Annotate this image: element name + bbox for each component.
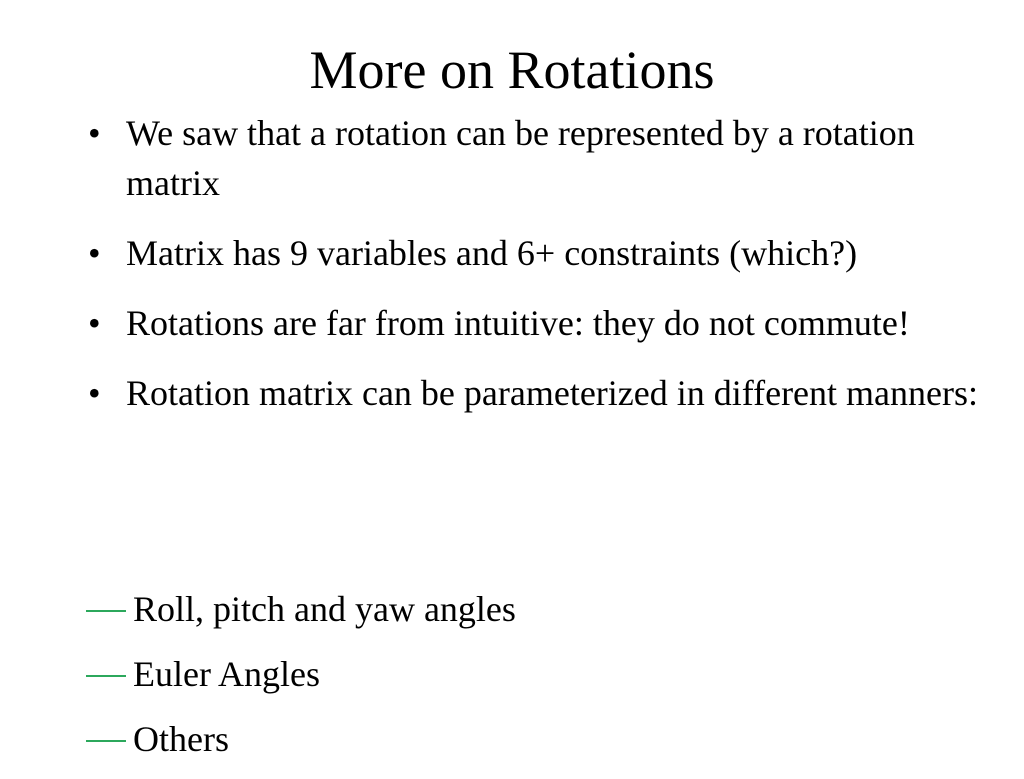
bullet-text: We saw that a rotation can be represente… <box>126 113 915 203</box>
bullet-item: • Rotations are far from intuitive: they… <box>86 298 986 348</box>
bullet-icon: • <box>88 303 101 343</box>
bullet-icon: • <box>88 113 101 153</box>
sub-list: Roll, pitch and yaw angles Euler Angles … <box>86 584 516 779</box>
sub-item: Euler Angles <box>86 649 516 699</box>
sub-item-text: Others <box>133 719 229 759</box>
bullet-icon: • <box>88 373 101 413</box>
sub-item: Others <box>86 714 516 764</box>
dash-icon <box>86 674 126 677</box>
bullet-item: • Rotation matrix can be parameterized i… <box>86 368 986 418</box>
bullet-icon: • <box>88 233 101 273</box>
sub-item-text: Euler Angles <box>133 654 320 694</box>
sub-item-text: Roll, pitch and yaw angles <box>133 589 516 629</box>
bullet-list: • We saw that a rotation can be represen… <box>86 108 986 438</box>
bullet-text: Rotation matrix can be parameterized in … <box>126 373 978 413</box>
sub-item: Roll, pitch and yaw angles <box>86 584 516 634</box>
bullet-item: • We saw that a rotation can be represen… <box>86 108 986 208</box>
dash-icon <box>86 739 126 742</box>
slide-title: More on Rotations <box>309 40 715 100</box>
bullet-text: Rotations are far from intuitive: they d… <box>126 303 910 343</box>
dash-icon <box>86 609 126 612</box>
bullet-text: Matrix has 9 variables and 6+ constraint… <box>126 233 858 273</box>
bullet-item: • Matrix has 9 variables and 6+ constrai… <box>86 228 986 278</box>
